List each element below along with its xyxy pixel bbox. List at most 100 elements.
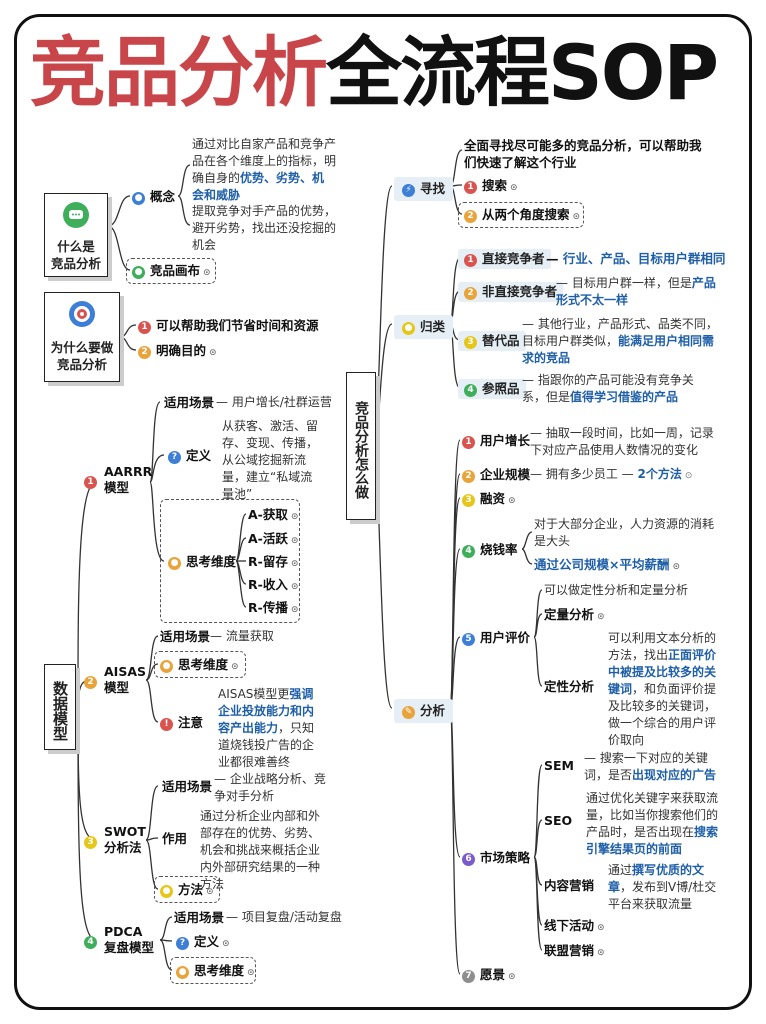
affiliate-node: 联盟营销⊙ — [544, 942, 605, 962]
aarrr-dim-2-text: A-活跃 — [248, 531, 288, 546]
concept-desc-2: 提取竞争对手产品的优势，避开劣势，找出还没挖掘的机会 — [192, 204, 337, 252]
analyze-node: ✎分析 — [394, 699, 454, 723]
review-desc: 可以做定性分析和定量分析 — [544, 583, 689, 597]
qual-desc-pre: 可以利用文本分析的方法，找出 — [608, 631, 717, 662]
qual-desc-post: ，和负面评价提及比较多的关键词，做一个综合的用户评价取向 — [608, 682, 717, 747]
sem-desc-highlight: 出现对应的广告 — [632, 768, 717, 782]
direct-desc: — 行业、产品、目标用户群相同 — [546, 251, 726, 266]
substitute-label: 替代品 — [482, 333, 520, 348]
attachment-icon: ⊙ — [572, 212, 581, 222]
aarrr-def-node: ?定义 — [168, 447, 211, 464]
burn-formula: 通过公司规模×平均薪酬⊙ — [534, 556, 680, 576]
why-item-1-label: 可以帮助我们节省时间和资源 — [156, 318, 319, 333]
aisas-scene: — 流量获取 — [210, 629, 274, 643]
canvas-box[interactable] — [126, 258, 216, 284]
aarrr-dim-node: ●思考维度 — [168, 553, 236, 570]
why-card: 为什么要做 竞品分析 — [44, 292, 120, 382]
concept-desc-1: 通过对比自家产品和竞争产品在各个维度上的指标，明确自身的优势、劣势、机会和威胁 — [192, 136, 336, 204]
attachment-icon: ⊙ — [597, 612, 605, 622]
aisas-scene-label: 适用场景 — [160, 629, 211, 644]
canvas-label: 竞品画布 — [150, 263, 201, 278]
aarrr-dim-4: R-收入⊙ — [248, 576, 298, 596]
indirect-desc: — 目标用户群一样，但是产品形式不太一样 — [556, 276, 716, 307]
attachment-icon: ⊙ — [209, 348, 217, 358]
attachment-icon: ⊙ — [290, 559, 299, 569]
reference-desc-pre: 指跟你的产品可能没有竞争关系，但是 — [522, 373, 694, 404]
find-angles-box — [458, 202, 584, 228]
review-label: 用户评价 — [480, 630, 531, 645]
attachment-icon: ⊙ — [290, 605, 299, 615]
why-card-label: 为什么要做 竞品分析 — [50, 340, 114, 372]
swot-use-text: 通过分析企业内部和外部存在的优势、劣势、机会和挑战来概括企业内外部研究结果的一种… — [200, 809, 321, 891]
title-part1: 竞品分析 — [30, 28, 328, 117]
attachment-icon: ⊙ — [508, 972, 516, 982]
aisas-note-label: 注意 — [178, 715, 204, 730]
aisas-note-pre: AISAS模型更 — [218, 687, 290, 701]
concept-desc-1-highlight: 优势、劣势、机会和威胁 — [192, 171, 325, 202]
aisas-dim-node: ●思考维度⊙ — [160, 656, 239, 676]
aarrr-num: 1 — [84, 472, 102, 489]
swot-num: 3 — [84, 832, 102, 849]
how-card: 竞品分析怎么做 — [346, 372, 376, 520]
qual-desc: 可以利用文本分析的方法，找出正面评价中被提及比较多的关键词，和负面评价提及比较多… — [608, 630, 720, 749]
attachment-icon: ⊙ — [672, 562, 681, 572]
swot-use-label: 作用 — [162, 831, 188, 846]
substitute-desc-pre: 其他行业，产品形式、品类不同，目标用户群类似， — [522, 317, 718, 348]
direct-label: 直接竞争者 — [482, 251, 545, 266]
aarrr-scene-label: 适用场景 — [164, 395, 215, 410]
attachment-icon: ⊙ — [597, 923, 605, 933]
pdca-scene: — 项目复盘/活动复盘 — [226, 910, 342, 924]
swot-label: SWOT 分析法 — [104, 824, 146, 855]
aisas-dim-label: 思考维度 — [178, 657, 229, 672]
growth-desc-text: 抽取一段时间，比如一周，记录下对应产品使用人数情况的变化 — [530, 426, 714, 457]
attachment-icon: ⊙ — [290, 536, 299, 546]
analyze-label: 分析 — [420, 703, 446, 718]
concept-label: 概念 — [150, 189, 176, 204]
pdca-num: 4 — [84, 932, 102, 949]
growth-desc: — 抽取一段时间，比如一周，记录下对应产品使用人数情况的变化 — [530, 426, 714, 457]
qual-node: 定性分析 — [544, 678, 594, 695]
aisas-note-node: !注意 — [160, 714, 203, 731]
what-is-card: 什么是 竞品分析 — [44, 193, 108, 277]
find-node: ⚡寻找 — [394, 177, 454, 201]
attachment-icon: ⊙ — [508, 496, 516, 506]
page-frame — [14, 14, 752, 1010]
scale-desc-highlight: 2个方法 — [637, 467, 682, 481]
pdca-dim-label: 思考维度 — [194, 963, 245, 978]
pdca-scene-label: 适用场景 — [174, 910, 225, 925]
attachment-icon: ⊙ — [203, 268, 211, 278]
seo-desc-highlight: 搜索引擎结果页的前面 — [586, 825, 719, 856]
pdca-label: PDCA 复盘模型 — [104, 924, 155, 955]
aarrr-dim-box — [160, 499, 300, 623]
reference-desc: — 指跟你的产品可能没有竞争关系，但是值得学习借鉴的产品 — [522, 373, 694, 404]
attachment-icon: ⊙ — [206, 887, 214, 897]
find-intro: 全面寻找尽可能多的竞品分析，可以帮助我们快速了解这个行业 — [464, 138, 702, 170]
classify-label: 归类 — [420, 319, 446, 334]
why-item-2-label: 明确目的 — [156, 343, 207, 358]
aarrr-dim-3: R-留存⊙ — [248, 553, 298, 573]
quant-label: 定量分析 — [544, 607, 595, 622]
aarrr-dim-2: A-活跃⊙ — [248, 530, 298, 550]
target-icon — [69, 301, 95, 327]
market-label: 市场策略 — [480, 850, 531, 865]
title-part2: 全流程SOP — [326, 28, 719, 117]
classify-node: ●归类 — [394, 315, 454, 339]
seo-node: SEO — [544, 813, 573, 828]
finance-label: 融资 — [480, 491, 506, 506]
pdca-def-node: ?定义⊙ — [176, 933, 230, 953]
indirect-desc-highlight: 产品形式不太一样 — [556, 276, 716, 307]
attachment-icon: ⊙ — [597, 948, 605, 958]
aisas-scene-text: 流量获取 — [225, 629, 274, 643]
scale-desc: — 拥有多少员工 — 2个方法⊙ — [530, 466, 692, 485]
aarrr-scene-text: 用户增长/社群运营 — [231, 395, 332, 409]
swot-scene-label: 适用场景 — [162, 779, 213, 794]
